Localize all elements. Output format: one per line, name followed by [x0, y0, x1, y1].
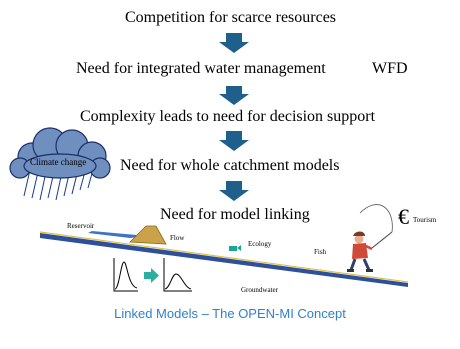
down-arrow-3	[219, 131, 249, 151]
dam-mountain	[129, 225, 167, 245]
hydrograph-after-icon	[163, 258, 192, 292]
transform-arrow-icon	[144, 268, 159, 283]
flow-label: Flow	[170, 234, 185, 242]
ecology-label: Ecology	[248, 240, 272, 248]
down-arrow-1	[219, 33, 249, 53]
reservoir-label: Reservoir	[67, 222, 95, 230]
diagram-caption: Linked Models – The OPEN-MI Concept	[114, 306, 346, 321]
fish-label: Fish	[314, 248, 327, 256]
step-model-linking: Need for model linking	[160, 206, 310, 223]
reservoir-water	[88, 231, 148, 238]
step-competition: Competition for scarce resources	[125, 9, 337, 26]
fisherman-figure-icon	[347, 204, 393, 272]
landscape-slope	[39, 225, 409, 287]
hydrograph-before-icon	[113, 258, 138, 292]
step-decision-support: Complexity leads to need for decision su…	[80, 108, 376, 125]
down-arrow-4	[219, 181, 249, 201]
fish-icon	[229, 245, 241, 251]
storm-cloud-icon	[9, 127, 111, 201]
groundwater-label: Groundwater	[241, 286, 278, 294]
climate-change-label: Climate change	[30, 157, 87, 167]
wfd-label: WFD	[372, 60, 408, 77]
euro-icon: €	[398, 204, 409, 229]
tourism-label: Tourism	[413, 216, 437, 224]
step-integrated-management: Need for integrated water management	[76, 60, 326, 77]
down-arrow-2	[219, 86, 249, 105]
step-catchment-models: Need for whole catchment models	[120, 157, 340, 174]
